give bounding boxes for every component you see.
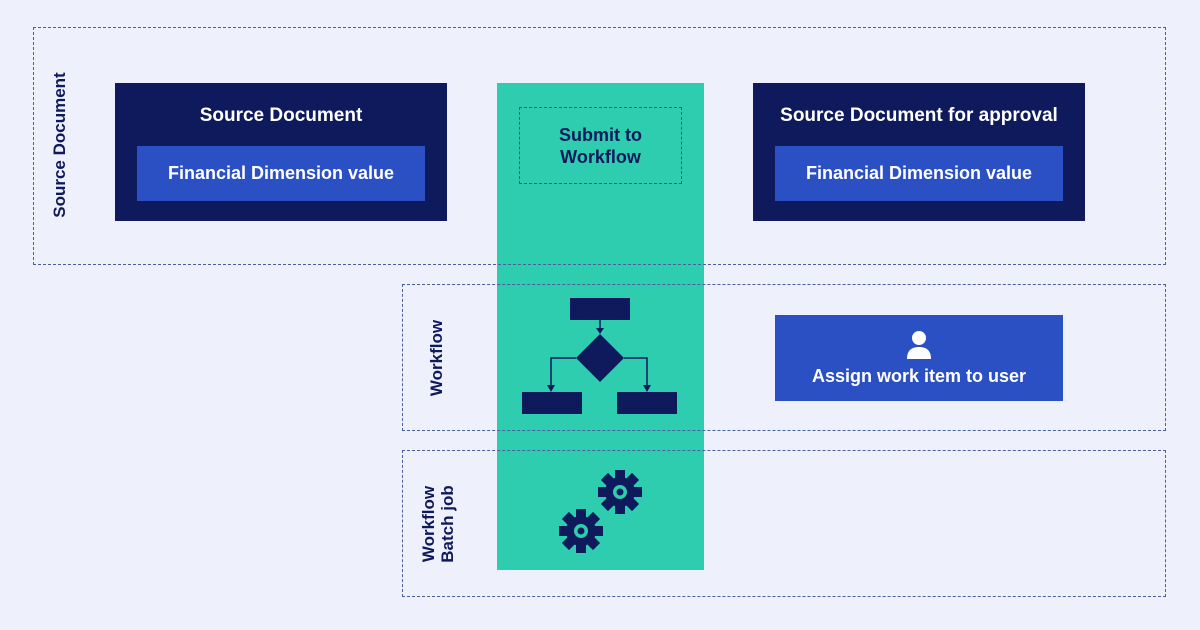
gear-icon-small	[559, 509, 603, 553]
approval-financial-dimension-value: Financial Dimension value	[775, 146, 1063, 201]
flowchart-branch-right	[624, 357, 648, 390]
approval-document-title: Source Document for approval	[780, 105, 1058, 126]
flowchart-arrowhead-left	[547, 385, 555, 392]
lane-label-line-1: Workflow	[419, 485, 438, 563]
lane-workflow	[402, 284, 1166, 431]
gear-icon-large	[598, 470, 642, 514]
lane-label-workflow-batch-job: Workflow Batch job	[419, 469, 459, 579]
submit-line-1: Submit to	[559, 124, 642, 145]
flowchart-arrowhead-right	[643, 385, 651, 392]
gears-icon	[559, 470, 642, 553]
user-icon	[907, 330, 931, 359]
lane-source-document	[33, 27, 1166, 265]
submit-line-2: Workflow	[560, 146, 641, 167]
source-document-box: Source Document Financial Dimension valu…	[115, 83, 447, 221]
flowchart-arrowhead	[596, 328, 604, 334]
lane-label-workflow: Workflow	[427, 319, 446, 397]
lane-label-line-2: Batch job	[438, 485, 457, 563]
lane-label-source-document: Source Document	[50, 72, 69, 218]
flowchart-start-node	[570, 298, 630, 320]
flowchart-branch-left	[550, 357, 576, 390]
lane-workflow-batch-job	[402, 450, 1166, 597]
source-document-title: Source Document	[199, 105, 363, 126]
flowchart-left-node	[522, 392, 582, 414]
flowchart-decision-node	[576, 334, 624, 382]
submit-to-workflow-box: Submit to Workflow	[519, 107, 682, 184]
flowchart-icon	[522, 298, 677, 414]
financial-dimension-value: Financial Dimension value	[137, 146, 425, 201]
approval-document-box: Source Document for approval Financial D…	[753, 83, 1085, 221]
assign-work-item-label: Assign work item to user	[811, 365, 1027, 386]
flowchart-right-node	[617, 392, 677, 414]
assign-work-item-box: Assign work item to user	[775, 315, 1063, 401]
